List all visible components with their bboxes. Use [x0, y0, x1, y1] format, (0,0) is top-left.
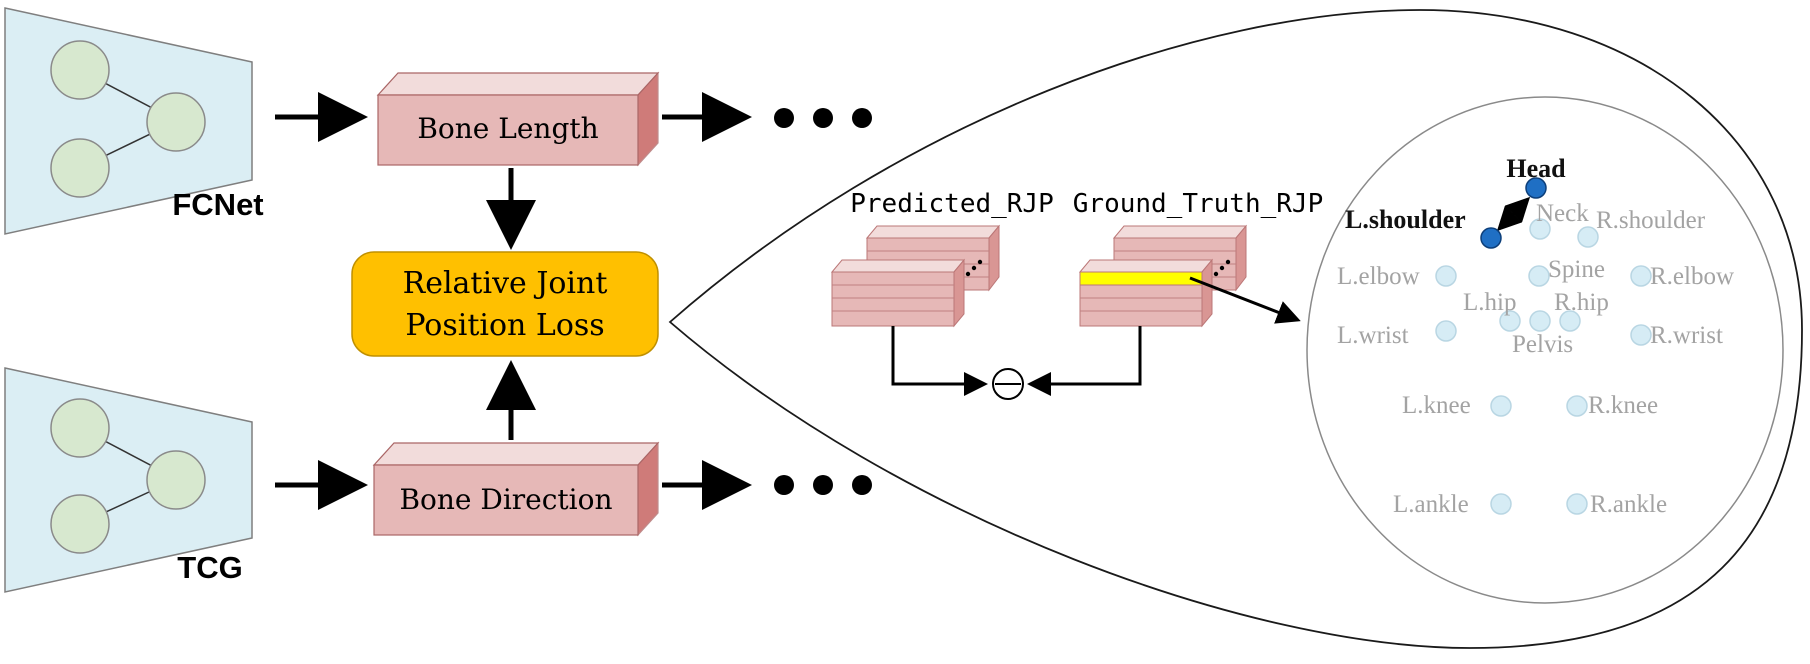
subtraction-path — [891, 326, 1142, 400]
joint-head-label: Head — [1506, 154, 1566, 183]
joint-r-elbow-label: R.elbow — [1650, 263, 1734, 290]
skeleton-circle — [1306, 96, 1784, 604]
joint-pelvis-label: Pelvis — [1512, 331, 1573, 358]
joint-l-shoulder-marker — [1480, 227, 1502, 249]
ground-truth-to-minus-arrow — [1027, 326, 1142, 396]
joint-l-elbow-marker — [1435, 265, 1457, 287]
predicted-rjp-tensor: Predicted_RJP — [830, 189, 1054, 328]
joint-r-wrist-label: R.wrist — [1650, 322, 1723, 349]
joint-r-knee-marker — [1566, 395, 1588, 417]
tcg-node — [50, 494, 110, 554]
loss-label-line1: Relative Joint — [403, 266, 608, 301]
joint-neck-label: Neck — [1536, 200, 1589, 227]
continuation-dots-bottom — [774, 475, 872, 495]
fcnet-node — [50, 138, 110, 198]
joint-l-ankle-label: L.ankle — [1393, 491, 1469, 518]
joint-r-hip-marker — [1559, 310, 1581, 332]
joint-r-ankle-label: R.ankle — [1590, 491, 1667, 518]
zoom-teardrop-outline — [668, 9, 1803, 649]
relative-joint-position-loss-box: Relative Joint Position Loss — [351, 251, 659, 357]
joint-l-knee-label: L.knee — [1402, 392, 1471, 419]
joint-r-wrist-marker — [1630, 324, 1652, 346]
joint-l-shoulder-label: L.shoulder — [1345, 205, 1466, 234]
joint-l-hip-marker — [1499, 310, 1521, 332]
bone-length-label: Bone Length — [417, 112, 598, 145]
ground-truth-rjp-label: Ground_Truth_RJP — [1073, 189, 1323, 219]
joint-l-wrist-label: L.wrist — [1337, 322, 1409, 349]
loss-label-line2: Position Loss — [405, 308, 604, 343]
fcnet-node — [50, 40, 110, 100]
joint-l-knee-marker — [1490, 395, 1512, 417]
bone-length-box: Bone Length — [376, 71, 660, 167]
bone-direction-box: Bone Direction — [372, 441, 660, 537]
continuation-dots-top — [774, 108, 872, 128]
joint-pelvis-marker — [1529, 310, 1551, 332]
tcg-node — [50, 398, 110, 458]
ground-truth-diagonal-ellipsis — [1213, 259, 1231, 277]
joint-l-elbow-label: L.elbow — [1337, 263, 1420, 290]
fcnet-node — [146, 92, 206, 152]
predicted-diagonal-ellipsis — [965, 259, 983, 277]
joint-r-knee-label: R.knee — [1588, 392, 1658, 419]
joint-neck-marker — [1529, 218, 1551, 240]
predicted-front-block — [830, 258, 966, 328]
joint-spine-label: Spine — [1548, 256, 1605, 283]
joint-r-elbow-marker — [1630, 265, 1652, 287]
head-shoulder-bone-arrow — [1496, 196, 1531, 232]
tcg-network: TCG — [4, 367, 253, 593]
ground-truth-rjp-tensor: Ground_Truth_RJP — [1073, 189, 1323, 328]
joint-l-ankle-marker — [1490, 493, 1512, 515]
joint-r-hip-label: R.hip — [1554, 289, 1609, 316]
joint-l-hip-label: L.hip — [1463, 289, 1516, 316]
row-to-skeleton-arrow — [1189, 276, 1301, 324]
joint-r-shoulder-label: R.shoulder — [1596, 207, 1706, 234]
tcg-node — [146, 450, 206, 510]
predicted-rjp-label: Predicted_RJP — [850, 189, 1054, 219]
highlighted-row — [1079, 271, 1203, 286]
joint-head-marker — [1525, 177, 1547, 199]
fcnet-network: FCNet — [4, 7, 264, 235]
joint-l-wrist-marker — [1435, 320, 1457, 342]
bone-direction-label: Bone Direction — [399, 483, 612, 516]
joint-r-ankle-marker — [1566, 493, 1588, 515]
joint-r-shoulder-marker — [1577, 226, 1599, 248]
ground-truth-front-block — [1078, 258, 1214, 328]
fcnet-label: FCNet — [172, 187, 263, 222]
tcg-label: TCG — [177, 550, 242, 585]
predicted-to-minus-arrow — [891, 326, 988, 396]
joint-spine-marker — [1528, 265, 1550, 287]
